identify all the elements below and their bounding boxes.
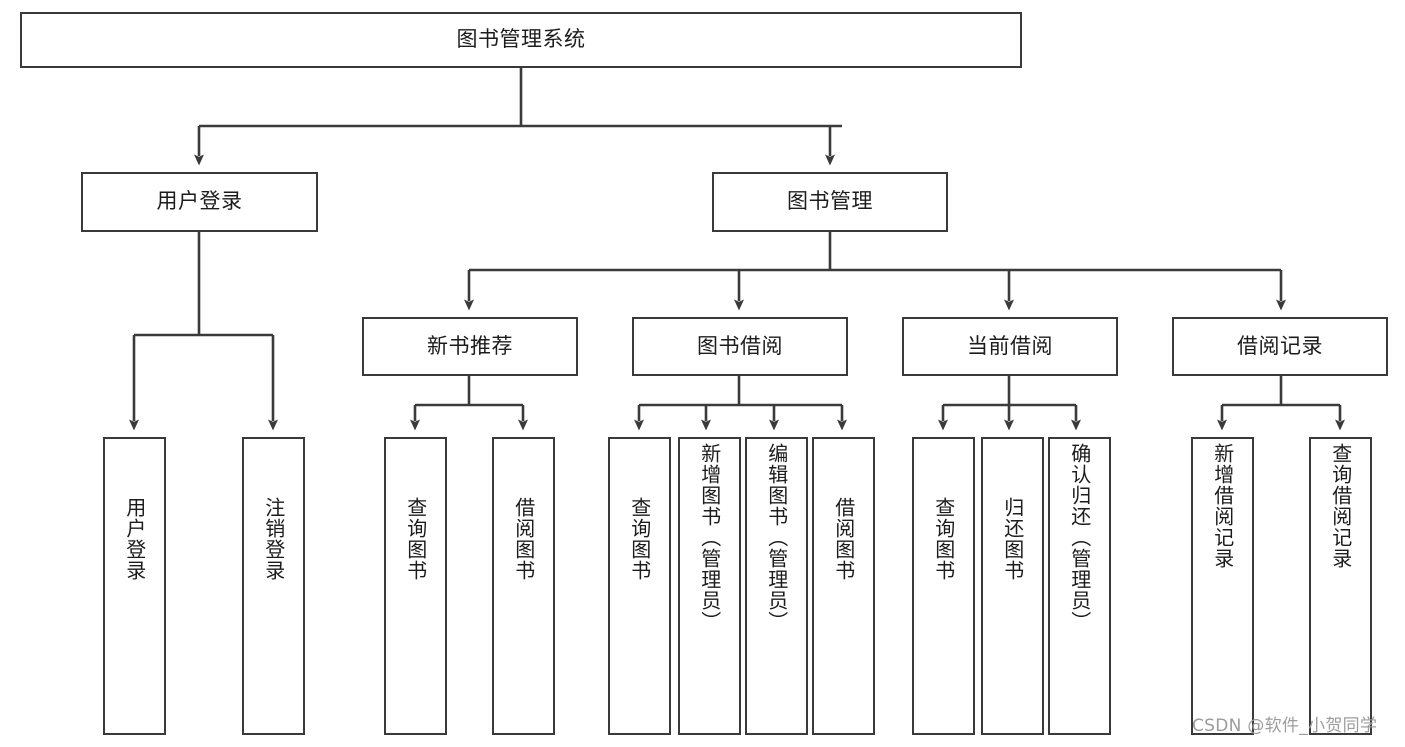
node-leaf-add-record-label: 新增借阅记录 <box>1210 443 1235 569</box>
node-leaf-query-book-2-label: 查询图书 <box>627 497 652 581</box>
node-root[interactable]: 图书管理系统 <box>20 12 1022 68</box>
node-borrow-record[interactable]: 借阅记录 <box>1172 317 1388 376</box>
node-leaf-query-book-3[interactable]: 查询图书 <box>912 437 975 735</box>
node-leaf-query-book-1[interactable]: 查询图书 <box>384 437 447 735</box>
node-leaf-user-login[interactable]: 用户登录 <box>103 437 166 735</box>
node-root-label: 图书管理系统 <box>456 27 586 52</box>
node-leaf-add-record[interactable]: 新增借阅记录 <box>1191 437 1254 735</box>
node-book-manage-label: 图书管理 <box>787 189 873 214</box>
node-leaf-query-book-1-label: 查询图书 <box>403 497 428 581</box>
node-leaf-query-book-2[interactable]: 查询图书 <box>608 437 671 735</box>
node-leaf-user-login-label: 用户登录 <box>122 497 147 581</box>
node-leaf-borrow-book-2-label: 借阅图书 <box>831 497 856 581</box>
node-leaf-confirm-return-label: 确认归还（管理员） <box>1067 443 1092 632</box>
node-book-borrow[interactable]: 图书借阅 <box>632 317 848 376</box>
node-leaf-confirm-return[interactable]: 确认归还（管理员） <box>1048 437 1111 735</box>
node-leaf-query-book-3-label: 查询图书 <box>931 497 956 581</box>
node-leaf-add-book[interactable]: 新增图书（管理员） <box>678 437 741 735</box>
node-leaf-logout-label: 注销登录 <box>261 497 286 581</box>
node-leaf-query-record[interactable]: 查询借阅记录 <box>1309 437 1372 735</box>
csdn-watermark: CSDN @软件_小贺同学 <box>1192 716 1378 736</box>
node-borrow-record-label: 借阅记录 <box>1237 333 1323 358</box>
node-user-login[interactable]: 用户登录 <box>81 172 318 232</box>
node-leaf-edit-book-label: 编辑图书（管理员） <box>764 443 789 632</box>
node-book-manage[interactable]: 图书管理 <box>712 172 948 232</box>
node-leaf-edit-book[interactable]: 编辑图书（管理员） <box>745 437 808 735</box>
node-book-borrow-label: 图书借阅 <box>697 333 783 358</box>
node-leaf-add-book-label: 新增图书（管理员） <box>697 443 722 632</box>
node-leaf-return-book-label: 归还图书 <box>1000 497 1025 581</box>
node-current-borrow[interactable]: 当前借阅 <box>902 317 1118 376</box>
node-new-book-recommend[interactable]: 新书推荐 <box>362 317 578 376</box>
node-user-login-label: 用户登录 <box>156 189 243 214</box>
node-leaf-logout[interactable]: 注销登录 <box>242 437 305 735</box>
node-leaf-return-book[interactable]: 归还图书 <box>981 437 1044 735</box>
node-leaf-query-record-label: 查询借阅记录 <box>1328 443 1353 569</box>
node-leaf-borrow-book-1[interactable]: 借阅图书 <box>492 437 555 735</box>
node-leaf-borrow-book-1-label: 借阅图书 <box>511 497 536 581</box>
node-new-book-recommend-label: 新书推荐 <box>427 333 513 358</box>
node-current-borrow-label: 当前借阅 <box>967 333 1053 358</box>
node-leaf-borrow-book-2[interactable]: 借阅图书 <box>812 437 875 735</box>
